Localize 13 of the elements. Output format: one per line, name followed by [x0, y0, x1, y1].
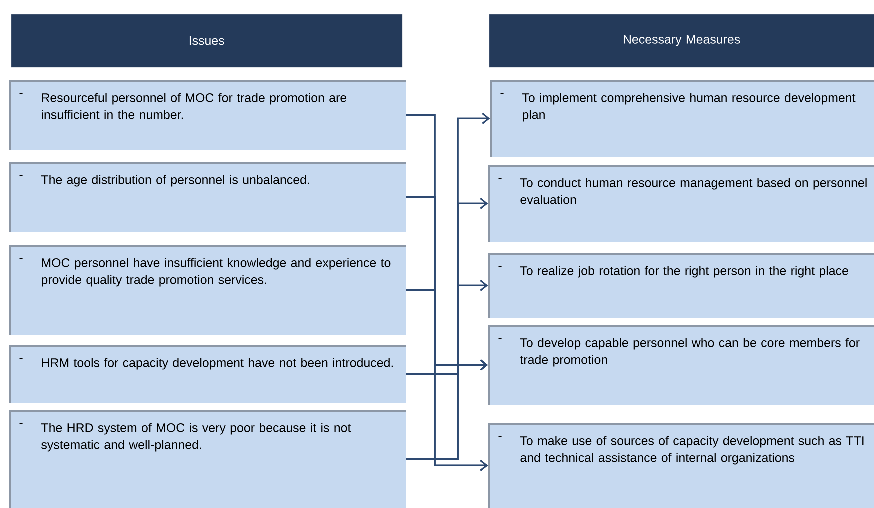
- connector-arrow: [406, 360, 488, 460]
- text-box: - HRM tools for capacity development have not been introduced.: [9, 345, 406, 404]
- text-box: - To conduct human resource management based on personnel evaluation: [488, 165, 874, 242]
- text-box: - To develop capable personnel who can be core members for trade promotion: [488, 325, 874, 406]
- text-box: - Resourceful personnel of MOC for trade promotion are insufficient in the number.: [9, 80, 406, 150]
- header-bar: Necessary Measures: [489, 14, 874, 68]
- text-box: - To realize job rotation for the right person in the right place: [488, 253, 874, 318]
- header-bar: Issues: [11, 14, 403, 68]
- text-box: - The HRD system of MOC is very poor because it is not systematic and well-planned.: [9, 410, 406, 508]
- text-box: - To make use of sources of capacity development such as TTI and technical assistance of internal organizations: [488, 423, 874, 508]
- text-box: - The age distribution of personnel is unbalanced.: [9, 162, 406, 232]
- text-box: - To implement comprehensive human resource development plan: [490, 80, 874, 158]
- text-box: - MOC personnel have insufficient knowledge and experience to provide quality trade promotion services.: [9, 245, 406, 336]
